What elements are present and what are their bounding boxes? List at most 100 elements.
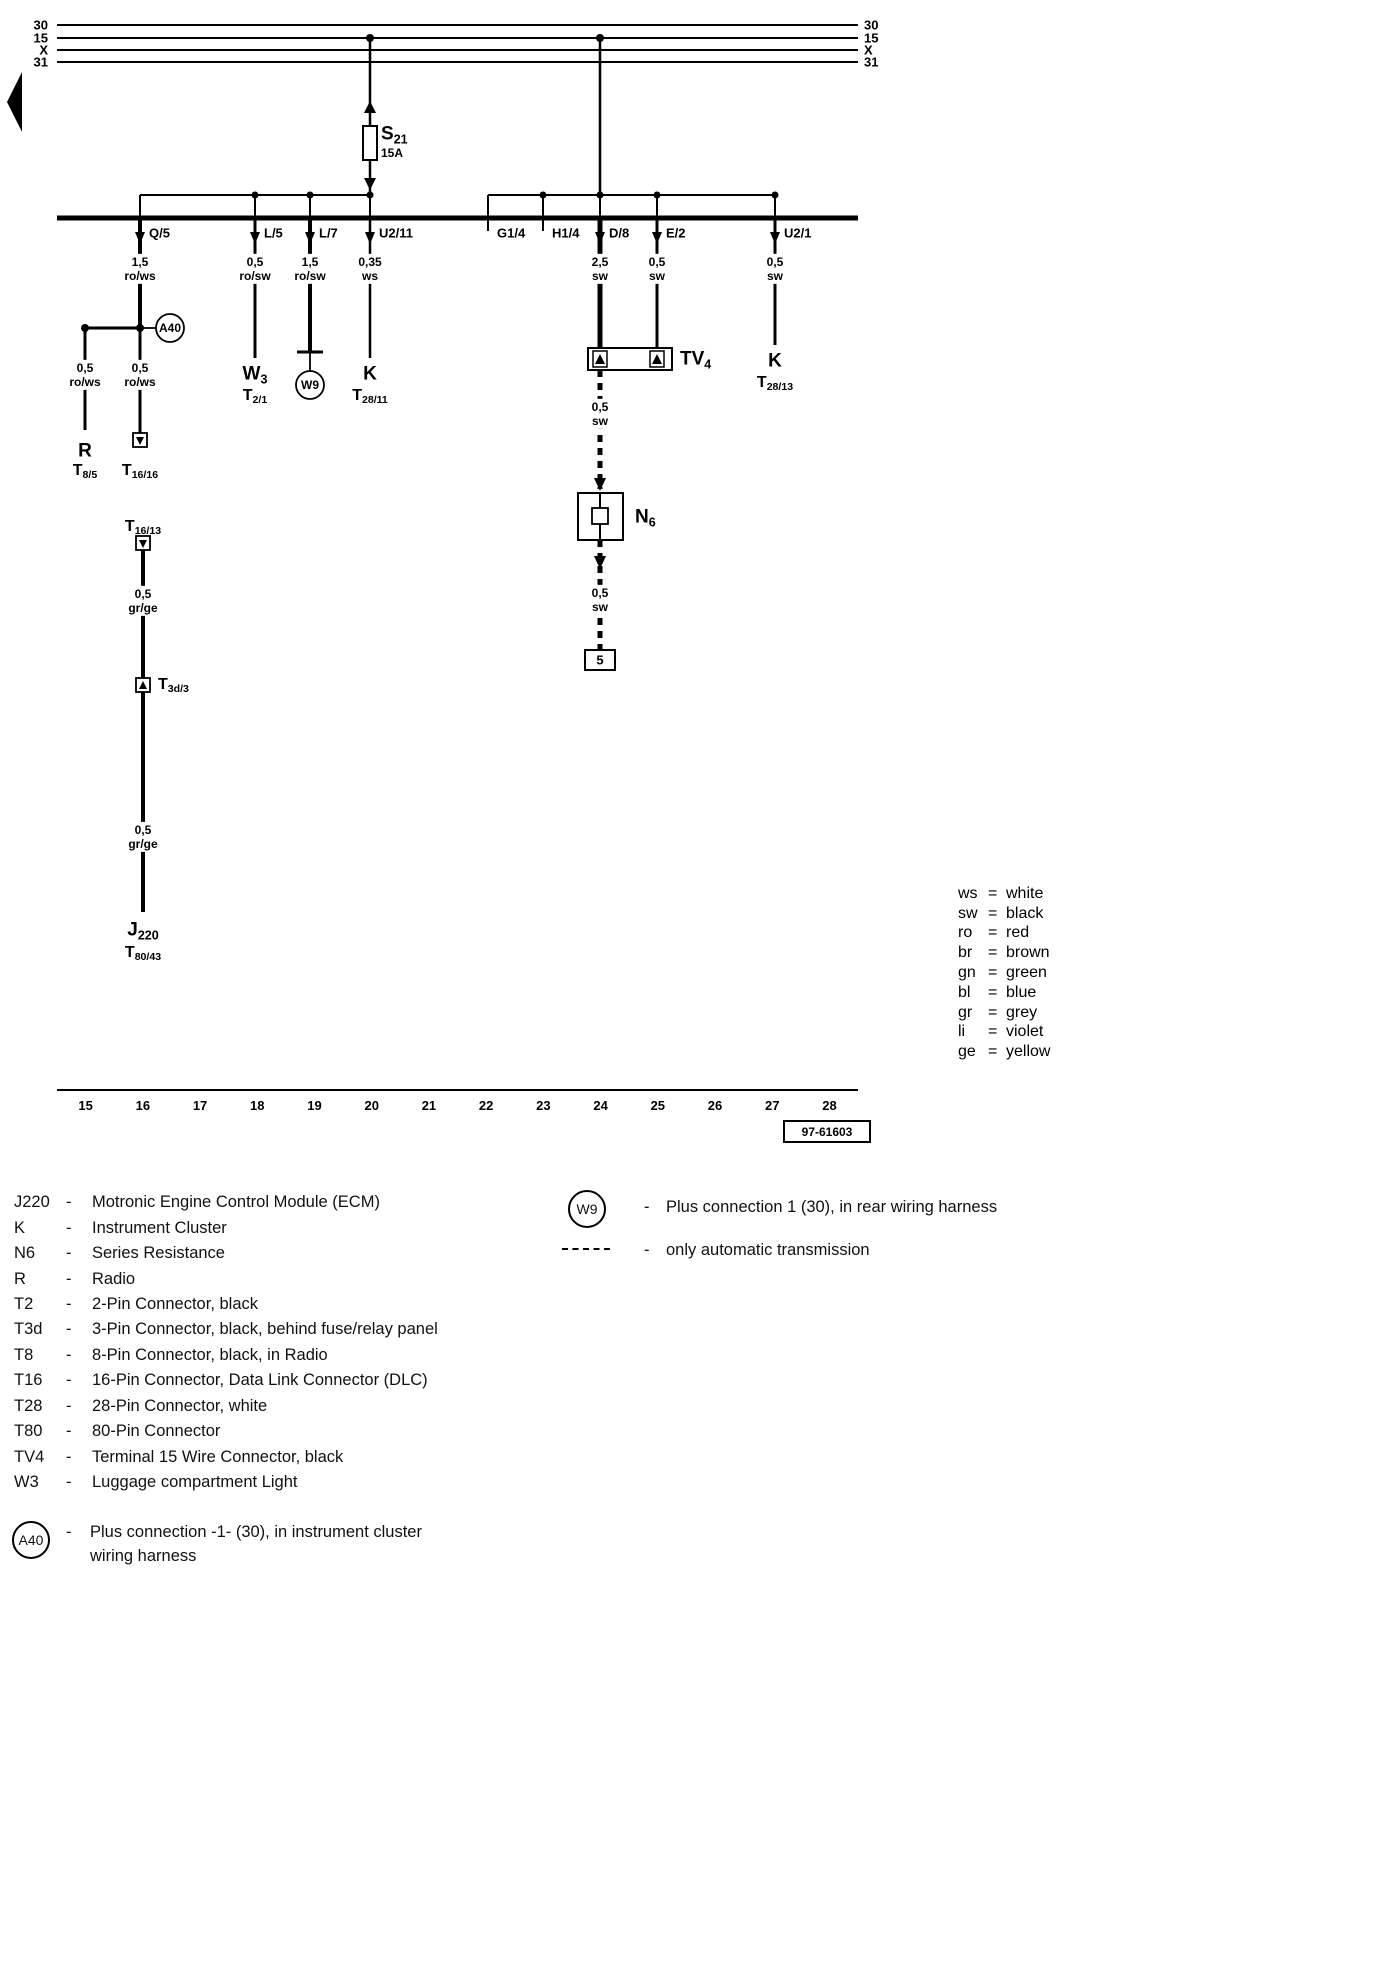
track-ref-g1-4: G1/4 — [497, 225, 526, 241]
bus-label-right-15: 15 — [864, 30, 879, 46]
track-number: 23 — [536, 1098, 551, 1113]
a40-circle-label: A40 — [158, 321, 182, 335]
k-upper-pin-label: T28/11 — [352, 387, 388, 407]
radio-pin-label: T8/5 — [72, 462, 98, 482]
track-number: 22 — [478, 1098, 494, 1113]
w3-pin-label: T2/1 — [242, 387, 268, 407]
connector-t3d-3-label: T3d/3 — [158, 676, 189, 696]
k-upper-label: K — [363, 363, 377, 385]
track-ref-l7: L/7 — [319, 225, 338, 241]
track-number: 26 — [707, 1098, 723, 1113]
bus-label-left-31: 31 — [33, 54, 48, 70]
legend-row: T28-28-Pin Connector, white — [14, 1396, 268, 1415]
track-number: 17 — [192, 1098, 208, 1113]
connector-t16-16-symbol — [132, 432, 148, 448]
color-legend-row: sw=black — [958, 904, 1044, 922]
terminal15-feed-right — [596, 34, 604, 196]
color-legend-row: ge=yellow — [958, 1043, 1051, 1061]
legend-row: T8-8-Pin Connector, black, in Radio — [14, 1345, 328, 1364]
branch-wires — [135, 220, 780, 358]
a40-legend-line1: Plus connection -1- (30), in instrument … — [90, 1522, 422, 1541]
track-ref-u2-1: U2/1 — [784, 225, 812, 241]
ground-5-label: 5 — [596, 652, 604, 668]
component-key-legend: J220-Motronic Engine Control Module (ECM… — [14, 1190, 438, 1495]
track-number: 25 — [650, 1098, 666, 1113]
radio-label: R — [78, 440, 92, 462]
track-number-strip: 15 16 17 18 19 20 21 22 23 24 25 26 27 2… — [57, 1098, 858, 1113]
auto-trans-sep: - — [644, 1240, 650, 1259]
legend-row: W3-Luggage compartment Light — [14, 1473, 298, 1492]
bus-label-right-31: 31 — [864, 54, 879, 70]
fuse-rating-label: 15A — [381, 146, 404, 160]
w9-legend-symbol: W9 — [568, 1190, 606, 1228]
bus-label-left-x: X — [39, 42, 48, 58]
legend-row: K-Instrument Cluster — [14, 1218, 227, 1237]
terminal-bus-lines — [57, 24, 858, 63]
track-number: 16 — [135, 1098, 151, 1113]
distribution-rails — [57, 191, 858, 231]
color-legend-row: ws=white — [958, 884, 1044, 902]
track-ref-q5: Q/5 — [149, 225, 170, 241]
track-ref-e2: E/2 — [666, 225, 686, 241]
color-legend-row: gr=grey — [958, 1003, 1038, 1021]
legend-row: T3d-3-Pin Connector, black, behind fuse/… — [14, 1320, 438, 1339]
track-ref-l5: L/5 — [264, 225, 283, 241]
w9-connection-symbol — [295, 352, 325, 400]
w3-label: W3 — [242, 363, 268, 387]
fuse-s21-branch — [362, 34, 378, 196]
color-legend-row: ro=red — [958, 924, 1030, 942]
track-number: 28 — [822, 1098, 837, 1113]
w9-legend-desc: Plus connection 1 (30), in rear wiring h… — [666, 1197, 998, 1216]
track-number: 19 — [307, 1098, 322, 1113]
legend-row: TV4-Terminal 15 Wire Connector, black — [14, 1447, 344, 1466]
track-number: 18 — [250, 1098, 265, 1113]
bus-label-right-x: X — [864, 42, 873, 58]
bus-label-left-15: 15 — [33, 30, 48, 46]
a40-legend-sep: - — [66, 1522, 72, 1541]
j220-pin-label: T80/43 — [124, 944, 162, 964]
w9-circle-label: W9 — [301, 378, 319, 392]
tv4-label: TV4 — [680, 348, 712, 372]
n6-label: N6 — [635, 506, 656, 530]
connector-t16-13-label: T16/13 — [124, 518, 162, 538]
a40-legend-symbol: A40 — [12, 1521, 50, 1559]
color-legend-row: br=brown — [958, 944, 1050, 962]
fuse-s21-label: S21 — [381, 123, 408, 147]
track-ref-d8: D/8 — [609, 225, 630, 241]
bus-label-left-30: 30 — [33, 17, 48, 33]
w9-legend-sep: - — [644, 1197, 650, 1216]
bus-label-right-30: 30 — [864, 17, 879, 33]
k-right-pin-label: T28/13 — [756, 374, 794, 394]
a40-legend-line2: wiring harness — [90, 1546, 197, 1565]
color-code-legend: ws=white sw=black ro=red br=brown gn=gre… — [958, 884, 1050, 1062]
k-right-label: K — [768, 350, 782, 372]
legend-row: T80-80-Pin Connector — [14, 1422, 221, 1441]
legend-row: R-Radio — [14, 1269, 136, 1288]
color-legend-row: bl=blue — [958, 983, 1037, 1001]
legend-row: N6-Series Resistance — [14, 1244, 225, 1263]
tv4-connector-box — [587, 347, 673, 371]
track-ref-h1-4: H1/4 — [552, 225, 580, 241]
dashed-wire-symbol — [562, 1248, 610, 1250]
track-number: 20 — [364, 1098, 379, 1113]
track-number: 24 — [593, 1098, 608, 1113]
track-ref-u2-11: U2/11 — [379, 225, 413, 241]
color-legend-row: gn=green — [958, 964, 1047, 982]
page-direction-arrow-icon — [7, 72, 22, 132]
track-number: 15 — [78, 1098, 93, 1113]
n6-series-resistance-chain — [577, 370, 624, 671]
track-number: 27 — [765, 1098, 780, 1113]
